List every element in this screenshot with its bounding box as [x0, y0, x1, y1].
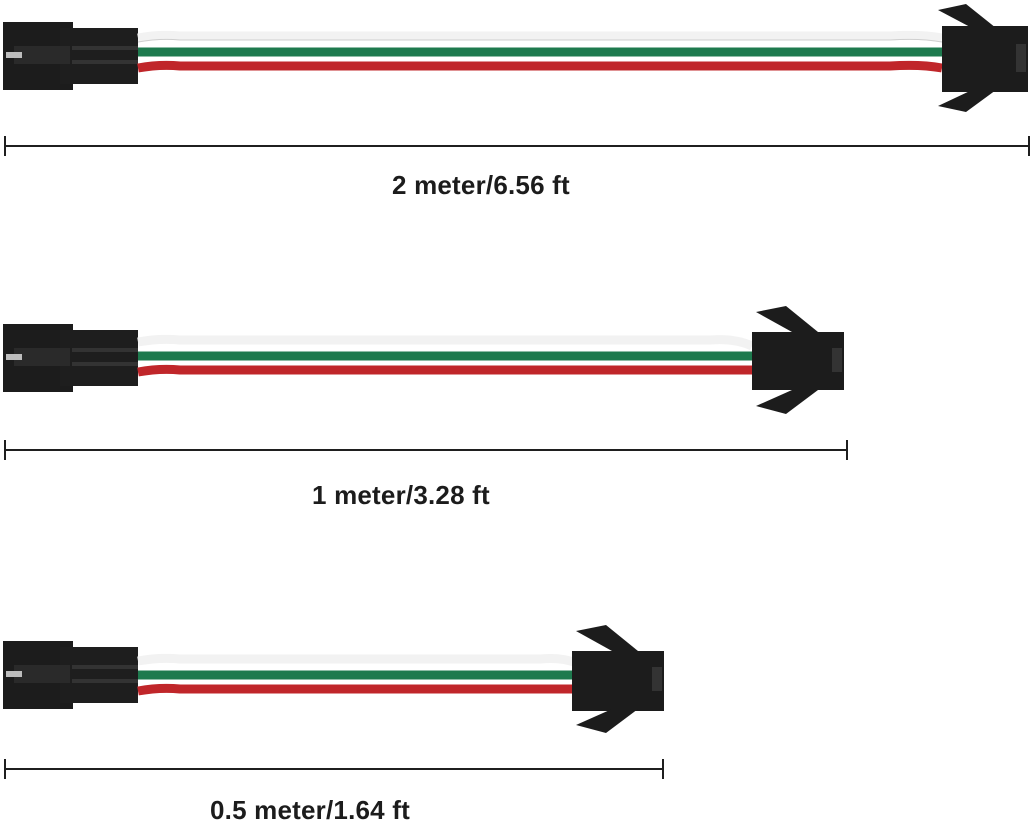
wires [137, 334, 754, 377]
dimension-bar [5, 449, 848, 451]
length-label-05m: 0.5 meter/1.64 ft [210, 795, 410, 825]
wires [137, 30, 943, 73]
dimension-bar [5, 145, 1030, 147]
cable-2m: 2 meter/6.56 ft [0, 0, 1032, 210]
female-connector-right [752, 306, 844, 414]
male-connector-left [3, 22, 138, 90]
cable-1m: 1 meter/3.28 ft [0, 300, 1032, 510]
female-connector-right [572, 625, 664, 733]
dimension-line-1m [0, 440, 848, 460]
cable-2m-image [3, 4, 1028, 112]
cable-05m-image [3, 625, 664, 733]
male-connector-left [3, 324, 138, 392]
dimension-bar [5, 768, 664, 770]
dimension-line-2m [0, 136, 1030, 156]
length-label-1m: 1 meter/3.28 ft [312, 480, 490, 510]
dimension-tick-right [662, 759, 664, 779]
wires [137, 653, 578, 696]
cable-1m-image [3, 306, 844, 414]
dimension-tick-right [1028, 136, 1030, 156]
length-label-2m: 2 meter/6.56 ft [392, 170, 570, 200]
dimension-line-05m [0, 759, 664, 779]
cable-05m: 0.5 meter/1.64 ft [0, 615, 1032, 825]
male-connector-left [3, 641, 138, 709]
female-connector-right [938, 4, 1028, 112]
dimension-tick-right [846, 440, 848, 460]
